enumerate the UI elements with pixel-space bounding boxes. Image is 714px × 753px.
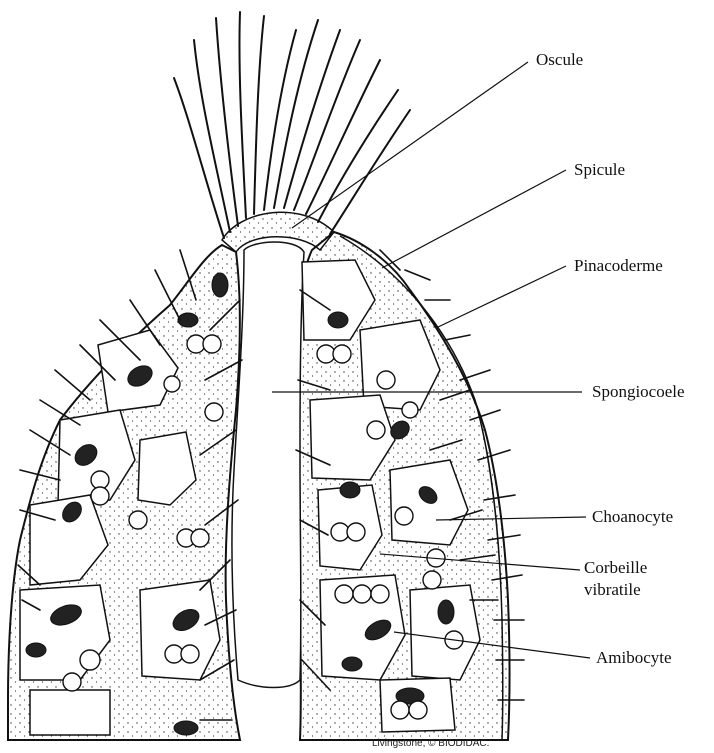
label-spongiocoele: Spongiocoele xyxy=(592,382,685,402)
label-oscule: Oscule xyxy=(536,50,583,70)
leader-spicule xyxy=(382,170,566,268)
leader-oscule xyxy=(292,62,528,228)
credit-text: Livingstone, © BIODIDAC. xyxy=(372,738,489,749)
label-corbeille-line2: vibratile xyxy=(584,580,641,600)
label-corbeille-line1: Corbeille xyxy=(584,558,647,578)
label-choanocyte: Choanocyte xyxy=(592,507,673,527)
label-spicule: Spicule xyxy=(574,160,625,180)
label-amibocyte: Amibocyte xyxy=(596,648,672,668)
leader-pinacoderme xyxy=(436,266,566,328)
osculum-fringe xyxy=(174,12,410,238)
right-chambers xyxy=(302,260,480,732)
label-pinacoderme: Pinacoderme xyxy=(574,256,663,276)
spongiocoele-cavity xyxy=(232,242,304,688)
